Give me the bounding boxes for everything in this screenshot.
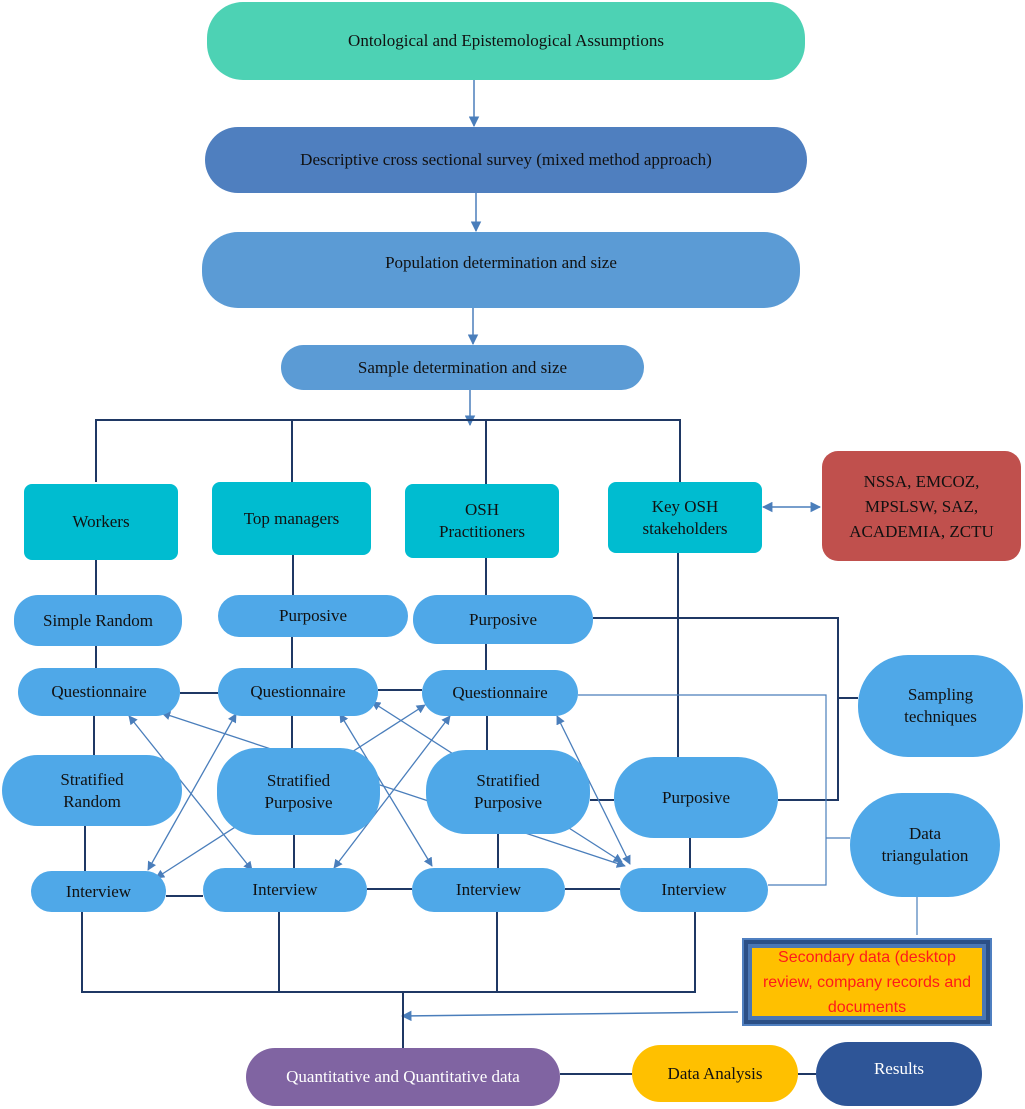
key-osh-stakeholders-node: Key OSH stakeholders <box>608 482 762 553</box>
survey-node: Descriptive cross sectional survey (mixe… <box>205 127 807 193</box>
interview-top-node: Interview <box>203 868 367 912</box>
osh-practitioners-node: OSH Practitioners <box>405 484 559 558</box>
top-managers-node: Top managers <box>212 482 371 555</box>
stakeholder-list-node: NSSA, EMCOZ, MPSLSW, SAZ, ACADEMIA, ZCTU <box>822 451 1021 561</box>
purposive-osh-node: Purposive <box>413 595 593 644</box>
stratified-purposive-osh-node: Stratified Purposive <box>426 750 590 834</box>
interview-key-node: Interview <box>620 868 768 912</box>
triangulation-connectors <box>578 694 918 935</box>
arrow-secondary-merge <box>400 1010 739 1022</box>
interview-osh-node: Interview <box>412 868 565 912</box>
stratified-random-node: Stratified Random <box>2 755 182 826</box>
questionnaire-workers-node: Questionnaire <box>18 668 180 716</box>
assumptions-node: Ontological and Epistemological Assumpti… <box>207 2 805 80</box>
purposive-key-node: Purposive <box>614 757 778 838</box>
interview-workers-node: Interview <box>31 871 166 912</box>
secondary-data-node: Secondary data (desktop review, company … <box>744 940 990 1024</box>
questionnaire-top-node: Questionnaire <box>218 668 378 716</box>
questionnaire-osh-node: Questionnaire <box>422 670 578 716</box>
results-node: Results <box>816 1042 982 1106</box>
simple-random-node: Simple Random <box>14 595 182 646</box>
purposive-top-node: Purposive <box>218 595 408 637</box>
quant-data-node: Quantitative and Quantitative data <box>246 1048 560 1106</box>
stratified-purposive-top-node: Stratified Purposive <box>217 748 380 835</box>
population-node: Population determination and size <box>202 232 800 308</box>
data-triangulation-node: Data triangulation <box>850 793 1000 897</box>
tree-connectors <box>81 419 858 1075</box>
workers-node: Workers <box>24 484 178 560</box>
sampling-techniques-node: Sampling techniques <box>858 655 1023 757</box>
sample-node: Sample determination and size <box>281 345 644 390</box>
data-analysis-node: Data Analysis <box>632 1045 798 1102</box>
